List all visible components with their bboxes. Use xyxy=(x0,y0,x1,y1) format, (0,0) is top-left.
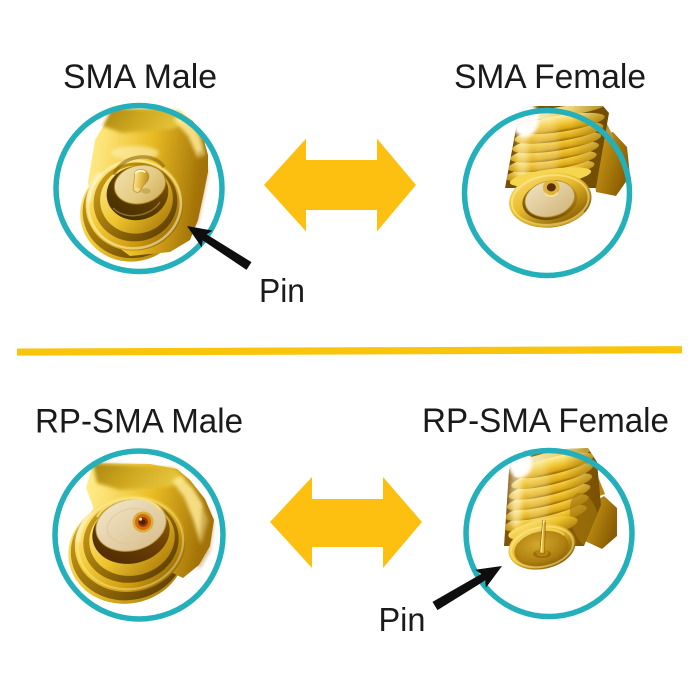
svg-text:Pin: Pin xyxy=(259,272,305,309)
svg-text:SMA Male: SMA Male xyxy=(63,58,217,96)
svg-text:RP-SMA Male: RP-SMA Male xyxy=(35,403,243,441)
svg-text:RP-SMA Female: RP-SMA Female xyxy=(422,402,669,440)
svg-text:SMA Female: SMA Female xyxy=(454,58,646,96)
svg-text:Pin: Pin xyxy=(379,601,426,638)
